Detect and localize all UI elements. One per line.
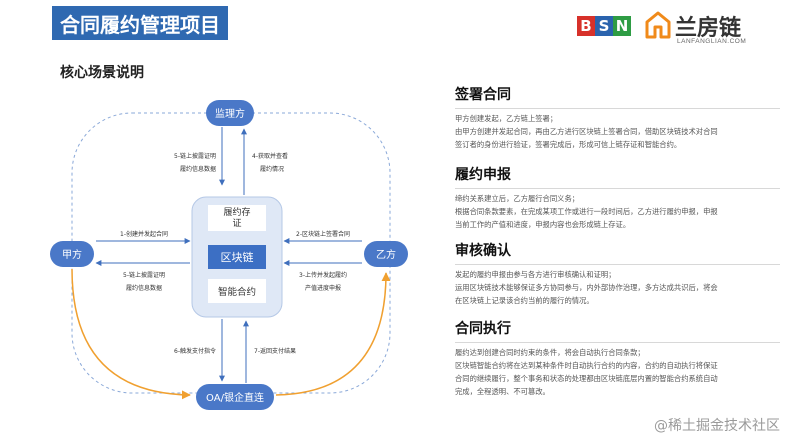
edge-3a-label: 3-上传并发起履约 <box>299 271 347 279</box>
section-line: 由甲方创建并发起合同，再由乙方进行区块链上签署合同，借助区块链技术对合同 <box>455 127 718 136</box>
section-line: 根据合同条款要素，在完成某项工作或进行一段时间后，乙方进行履约申报，申报 <box>455 207 718 216</box>
core-evidence-label-2: 证 <box>232 218 241 229</box>
core-blockchain-box <box>208 245 266 269</box>
edge-4a-label: 4-获取并查看 <box>252 152 288 160</box>
section-heading: 履约申报 <box>455 167 511 183</box>
edge-2-label: 2-区块链上签署合同 <box>296 230 350 238</box>
core-contract-label: 智能合约 <box>218 286 256 298</box>
section-contract-execution: 合同执行 履约达到创建合同时约束的条件，将会自动执行合同条款； 区块链智能合约将… <box>455 318 780 398</box>
edge-5b-label: 履约信息数据 <box>180 165 216 173</box>
section-line: 履约达到创建合同时约束的条件，将会自动执行合同条款； <box>455 348 645 357</box>
section-subtitle: 核心场景说明 <box>60 65 144 81</box>
edge-5d-label: 履约信息数据 <box>126 284 162 292</box>
section-sign-contract: 签署合同 甲方创建发起，乙方链上签署； 由甲方创建并发起合同，再由乙方进行区块链… <box>455 84 780 151</box>
edge-5c-label: 5-链上披露证明 <box>123 271 165 279</box>
party-a-node[interactable] <box>50 241 94 267</box>
party-a-label: 甲方 <box>62 248 82 261</box>
section-heading: 签署合同 <box>455 87 511 103</box>
edge-5a-label: 5-链上披露证明 <box>174 152 216 160</box>
section-line: 运用区块链技术能够保证多方协同参与，内外部协作治理，多方达成共识后，将会 <box>455 283 718 292</box>
flow-diagram-svg: 履约存 证 区块链 智能合约 监理方 甲方 乙方 OA/银企直连 5-链上披露证… <box>50 100 408 410</box>
core-evidence-box <box>208 205 266 231</box>
supervisor-label: 监理方 <box>215 107 245 120</box>
section-body: 缔约关系建立后，乙方履行合同义务； 根据合同条款要素，在完成某项工作或进行一段时… <box>455 192 780 231</box>
party-b-node[interactable] <box>364 241 408 267</box>
oa-label: OA/银企直连 <box>206 391 264 404</box>
edge-1-label: 1-创建并发起合同 <box>120 230 168 238</box>
section-body: 发起的履约申报由参与各方进行审核确认和证明； 运用区块链技术能够保证多方协同参与… <box>455 268 780 307</box>
section-body: 履约达到创建合同时约束的条件，将会自动执行合同条款； 区块链智能合约将在达到某种… <box>455 346 780 398</box>
brand-name: 兰房链 <box>675 16 742 41</box>
section-divider <box>455 342 780 343</box>
bsn-letter-s: S <box>595 16 613 36</box>
oa-node[interactable] <box>196 384 274 410</box>
section-line: 甲方创建发起，乙方链上签署； <box>455 114 558 123</box>
section-line: 签订者的身份进行验证，签署完成后，形成可信上链存证和智能合约。 <box>455 140 682 149</box>
section-heading: 合同执行 <box>455 321 511 337</box>
bsn-logo: B S N <box>577 16 631 36</box>
page-title: 合同履约管理项目 <box>52 6 228 40</box>
section-divider <box>455 264 780 265</box>
section-line: 当前工作的产值和进度，申报内容也会形成链上存证。 <box>455 220 631 229</box>
flow-diagram: 履约存 证 区块链 智能合约 监理方 甲方 乙方 OA/银企直连 5-链上披露证… <box>40 95 420 420</box>
supervisor-node[interactable] <box>206 100 254 126</box>
edge-3b-label: 产值进度申报 <box>305 284 341 292</box>
section-heading: 审核确认 <box>455 243 511 259</box>
section-line: 合同的继续履行，整个事务和状态的处理都由区块链底层内置的智能合约系统自动 <box>455 374 718 383</box>
logo-group: B S N 兰房链 LANFANGLIAN.COM <box>577 10 777 46</box>
section-line: 完成，全程透明、不可篡改。 <box>455 387 550 396</box>
watermark: @稀土掘金技术社区 <box>654 418 780 434</box>
section-line: 发起的履约申报由参与各方进行审核确认和证明； <box>455 270 616 279</box>
edge-7-label: 7-返回支付结果 <box>254 347 296 355</box>
section-performance-report: 履约申报 缔约关系建立后，乙方履行合同义务； 根据合同条款要素，在完成某项工作或… <box>455 164 780 231</box>
section-line: 在区块链上记录该合约当前的履行的情况。 <box>455 296 594 305</box>
core-contract-box <box>208 279 266 303</box>
curve-oa-to-party-b <box>275 272 391 396</box>
section-divider <box>455 108 780 109</box>
bsn-letter-b: B <box>577 16 595 36</box>
section-body: 甲方创建发起，乙方链上签署； 由甲方创建并发起合同，再由乙方进行区块链上签署合同… <box>455 112 780 151</box>
section-line: 区块链智能合约将在达到某种条件时自动执行合约的内容，合约的自动执行将保证 <box>455 361 718 370</box>
core-blockchain-label: 区块链 <box>221 250 254 264</box>
curve-party-a-to-oa <box>71 268 191 400</box>
lanfanglian-logo-icon <box>645 11 671 39</box>
core-evidence-label-1: 履约存 <box>223 206 250 218</box>
party-b-label: 乙方 <box>376 248 396 261</box>
section-divider <box>455 188 780 189</box>
bsn-letter-n: N <box>613 16 631 36</box>
section-review-confirm: 审核确认 发起的履约申报由参与各方进行审核确认和证明； 运用区块链技术能够保证多… <box>455 240 780 307</box>
edge-4b-label: 履约情况 <box>260 165 284 173</box>
edge-6-label: 6-触发支付指令 <box>174 347 216 355</box>
brand-domain: LANFANGLIAN.COM <box>677 38 747 45</box>
section-line: 缔约关系建立后，乙方履行合同义务； <box>455 194 580 203</box>
